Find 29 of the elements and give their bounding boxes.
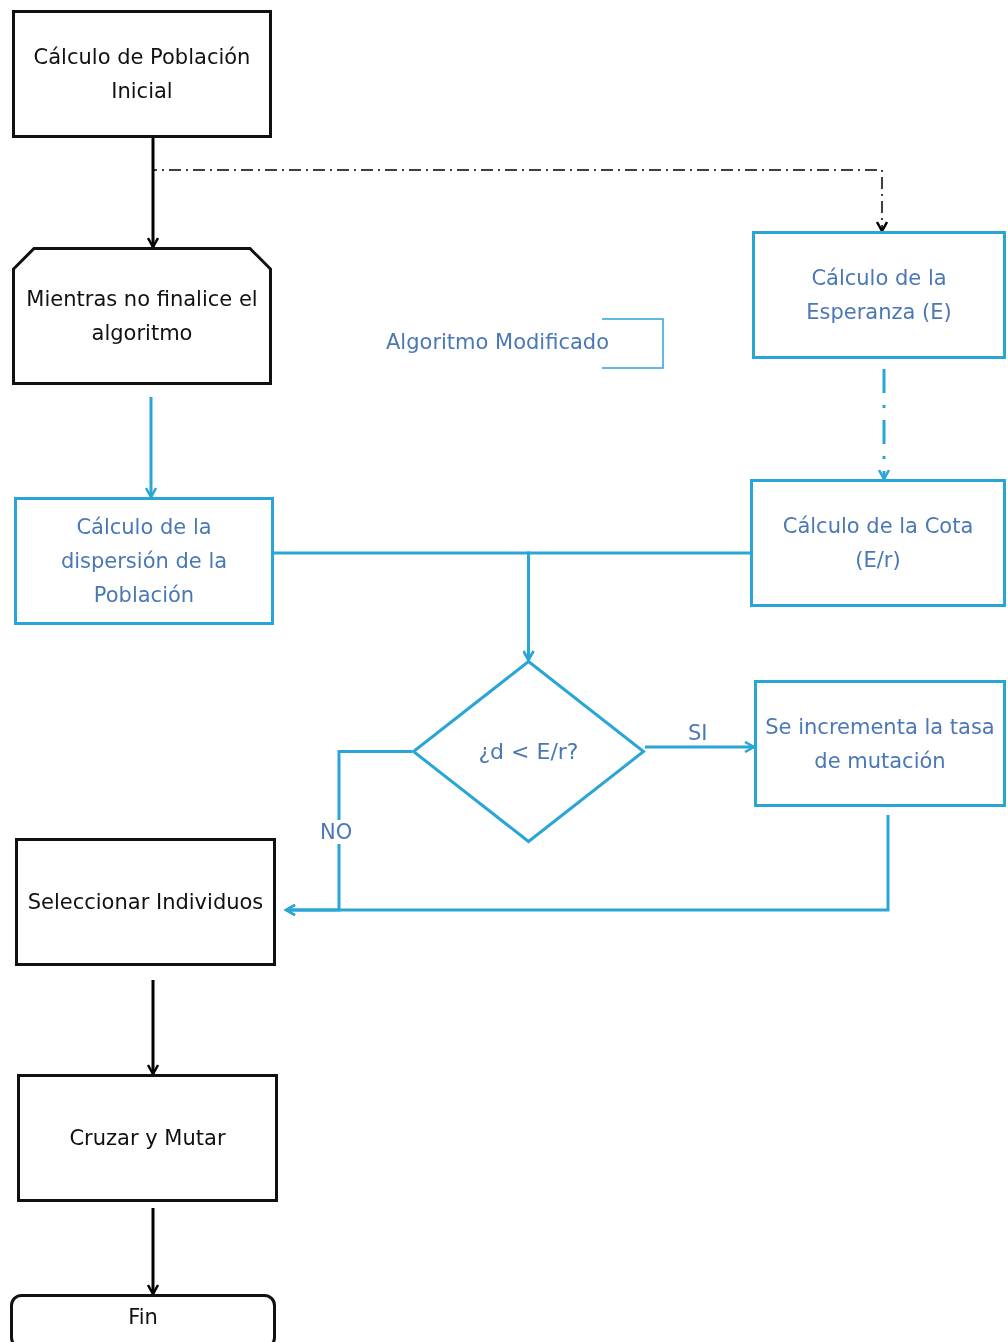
node-text: Se incrementa la tasa de mutación: [764, 713, 996, 775]
node-text: Cruzar y Mutar: [68, 1125, 227, 1152]
node-text: Cálculo de la Esperanza (E): [805, 265, 953, 326]
process-box: [15, 838, 276, 966]
loop-limit-box: [12, 247, 272, 385]
node-text: Fin: [127, 1304, 159, 1331]
node-text: ¿d < E/r?: [477, 737, 580, 766]
node-text: Cálculo de la Cota (E/r): [781, 513, 975, 574]
process-box: [752, 231, 1006, 359]
process-box: [750, 479, 1006, 607]
annotation-text: Algoritmo Modificado: [386, 330, 609, 354]
arrow: [146, 138, 160, 249]
arrow: [522, 551, 750, 662]
node-text: Mientras no finalice el algoritmo: [25, 286, 259, 347]
node-text: Cálculo de Población Inicial: [32, 44, 252, 105]
arrow: [284, 815, 890, 917]
process-box: [12, 10, 272, 138]
process-box: [17, 1074, 278, 1202]
arrow: [144, 397, 158, 499]
dashed-arrow: [877, 369, 891, 481]
terminator-box: [10, 1294, 276, 1340]
node-text: Seleccionar Individuos: [26, 889, 265, 916]
decision-diamond: [412, 660, 645, 843]
arrow: [146, 1208, 160, 1296]
node-text: Cálculo de la dispersión de la Población: [59, 514, 229, 609]
arrow: [645, 740, 756, 754]
process-box: [14, 497, 274, 625]
process-box: [754, 680, 1006, 807]
arrow: [146, 980, 160, 1076]
